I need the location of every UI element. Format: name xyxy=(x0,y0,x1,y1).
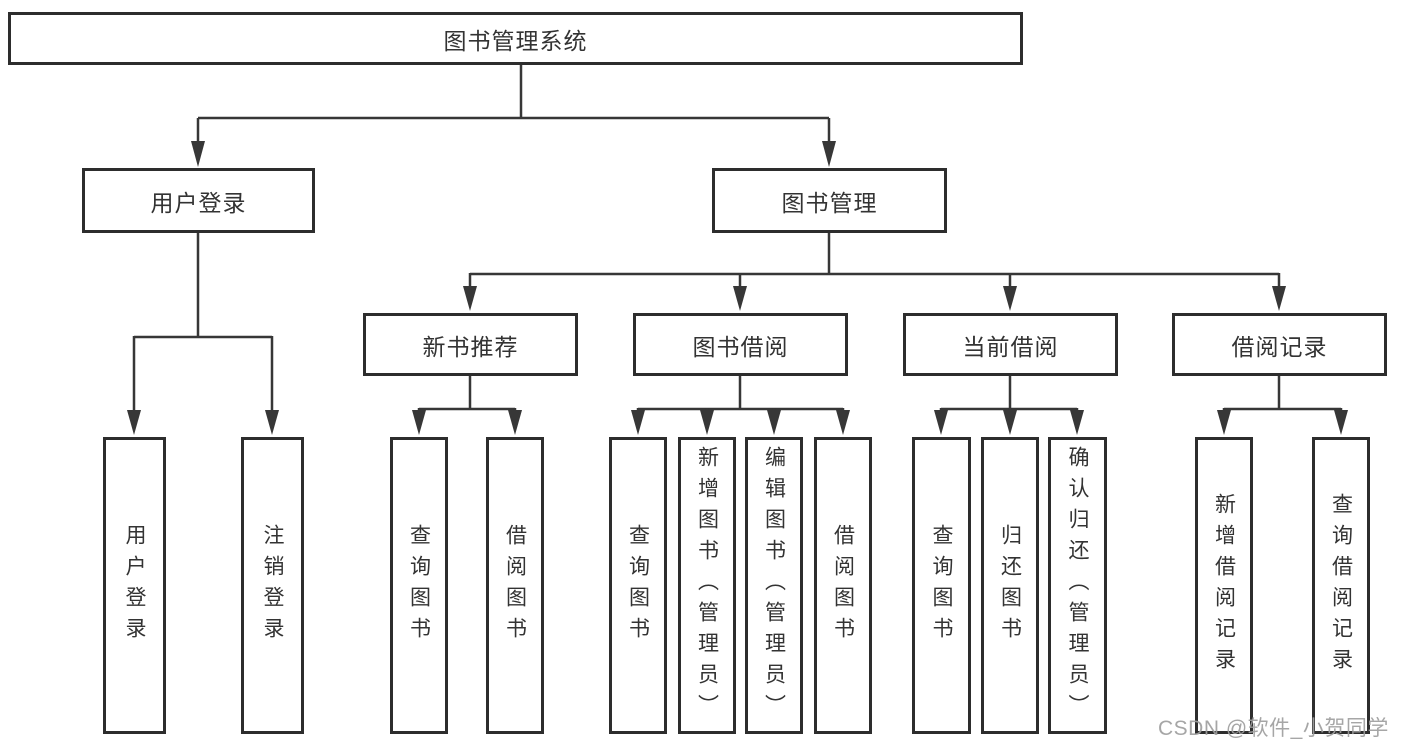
leaf-newbooks-borrow: 借阅图书 xyxy=(486,437,544,734)
node-label: 借阅图书 xyxy=(831,523,855,648)
leaf-borrow-borrow: 借阅图书 xyxy=(814,437,872,734)
leaf-borrow-add-admin: 新增图书（管理员） xyxy=(678,437,736,734)
node-current-borrowing: 当前借阅 xyxy=(903,313,1118,376)
node-book-management: 图书管理 xyxy=(712,168,947,233)
node-label: 注销登录 xyxy=(261,523,284,648)
node-root: 图书管理系统 xyxy=(8,12,1023,65)
node-label: 借阅记录 xyxy=(1231,333,1328,360)
node-label: 图书管理系统 xyxy=(443,27,588,54)
node-label: 确认归还（管理员） xyxy=(1066,446,1089,725)
node-user-login: 用户登录 xyxy=(82,168,315,233)
arrowheads xyxy=(127,141,1348,435)
leaf-records-add: 新增借阅记录 xyxy=(1195,437,1253,734)
node-book-borrowing: 图书借阅 xyxy=(633,313,848,376)
leaf-current-return: 归还图书 xyxy=(981,437,1039,734)
node-label: 用户登录 xyxy=(123,523,146,648)
leaf-current-confirm-admin: 确认归还（管理员） xyxy=(1048,437,1107,734)
node-new-book-recommend: 新书推荐 xyxy=(363,313,578,376)
node-label: 查询图书 xyxy=(407,523,431,648)
node-label: 查询借阅记录 xyxy=(1329,492,1353,679)
node-label: 当前借阅 xyxy=(962,333,1059,360)
node-label: 图书借阅 xyxy=(692,333,789,360)
node-label: 新增图书（管理员） xyxy=(695,446,719,725)
node-label: 归还图书 xyxy=(998,523,1022,648)
node-borrowing-records: 借阅记录 xyxy=(1172,313,1387,376)
node-label: 编辑图书（管理员） xyxy=(762,446,786,725)
leaf-current-query: 查询图书 xyxy=(912,437,971,734)
leaf-logout: 注销登录 xyxy=(241,437,304,734)
node-label: 借阅图书 xyxy=(503,523,527,648)
leaf-borrow-edit-admin: 编辑图书（管理员） xyxy=(745,437,803,734)
leaf-newbooks-query: 查询图书 xyxy=(390,437,448,734)
node-label: 查询图书 xyxy=(626,523,650,648)
watermark: CSDN @软件_小贺同学 xyxy=(1158,717,1389,740)
node-label: 新增借阅记录 xyxy=(1212,492,1236,679)
node-label: 新书推荐 xyxy=(422,333,519,360)
leaf-user-login: 用户登录 xyxy=(103,437,166,734)
node-label: 图书管理 xyxy=(781,189,878,216)
leaf-records-query: 查询借阅记录 xyxy=(1312,437,1370,734)
leaf-borrow-query: 查询图书 xyxy=(609,437,667,734)
node-label: 查询图书 xyxy=(930,523,953,648)
node-label: 用户登录 xyxy=(150,189,247,216)
